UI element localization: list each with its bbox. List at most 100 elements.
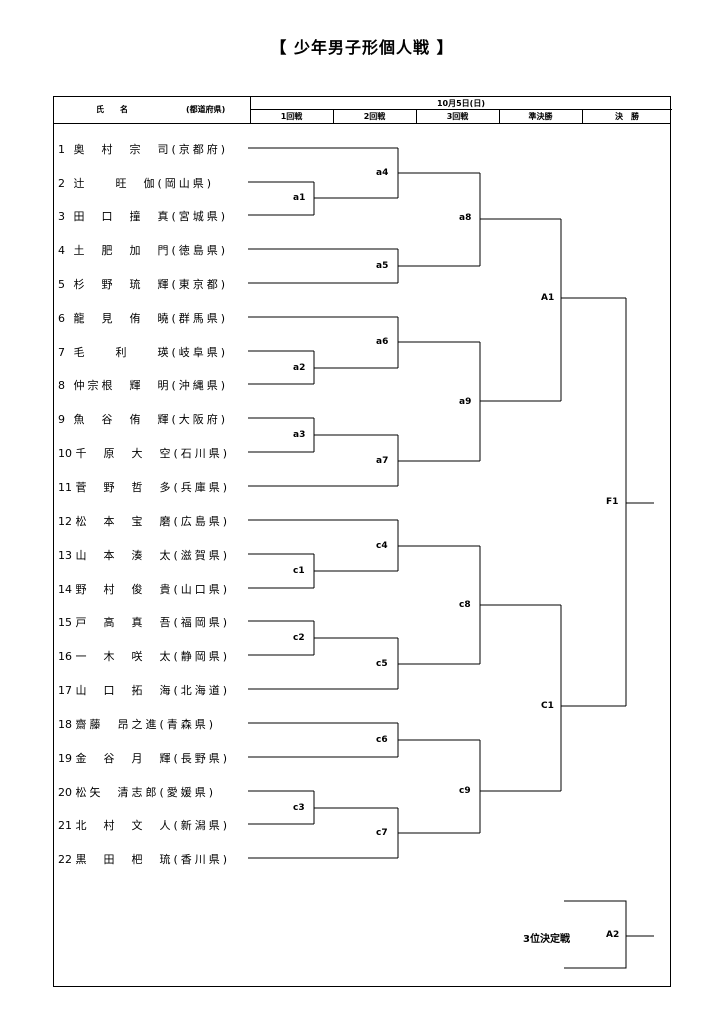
player-number: 21 — [58, 819, 72, 832]
player-prefecture: (宮城県) — [171, 210, 229, 223]
player-prefecture: (大阪府) — [171, 413, 229, 426]
player-number: 6 — [58, 312, 65, 325]
player-prefecture: (長野県) — [173, 752, 231, 765]
player-number: 13 — [58, 549, 72, 562]
player-number: 11 — [58, 481, 72, 494]
page-title: 【 少年男子形個人戦 】 — [270, 38, 454, 57]
player-number: 22 — [58, 853, 72, 866]
header-semifinal: 準決勝 — [528, 112, 553, 121]
player-name: 松矢 清志郎 — [75, 786, 160, 799]
player-number: 14 — [58, 583, 72, 596]
header-round-2: 2回戦 — [363, 112, 386, 121]
player-name: 齋藤 昂之進 — [75, 718, 160, 731]
third-place-label: 3位決定戦 — [523, 934, 570, 945]
player-prefecture: (京都府) — [171, 143, 229, 156]
player-prefecture: (岡山県) — [157, 177, 215, 190]
player-prefecture: (石川県) — [173, 447, 231, 460]
match-label: c3 — [293, 803, 305, 813]
match-label: c4 — [376, 541, 388, 551]
player-number: 5 — [58, 278, 65, 291]
header-final: 決 勝 — [615, 112, 639, 121]
player-row: 6 龍 見 侑 曉(群馬県) — [58, 310, 229, 325]
match-label: c8 — [459, 600, 471, 610]
player-row: 21 北 村 文 人(新潟県) — [58, 817, 231, 832]
match-label: a3 — [293, 430, 306, 440]
header-divider — [250, 97, 251, 123]
player-number: 8 — [58, 379, 65, 392]
player-number: 12 — [58, 515, 72, 528]
match-label: a5 — [376, 261, 389, 271]
player-number: 9 — [58, 413, 65, 426]
player-number: 4 — [58, 244, 65, 257]
round-divider — [333, 109, 334, 123]
player-prefecture: (広島県) — [173, 515, 231, 528]
player-prefecture: (新潟県) — [173, 819, 231, 832]
match-label: a7 — [376, 456, 389, 466]
player-number: 10 — [58, 447, 72, 460]
player-name: 奥 村 宗 司 — [73, 143, 172, 156]
player-prefecture: (群馬県) — [171, 312, 229, 325]
round-divider — [582, 109, 583, 123]
header-round-3: 3回戦 — [446, 112, 469, 121]
player-prefecture: (静岡県) — [173, 650, 231, 663]
match-label: c1 — [293, 566, 305, 576]
player-name: 松 本 宝 磨 — [75, 515, 174, 528]
player-name: 魚 谷 侑 輝 — [73, 413, 172, 426]
player-number: 20 — [58, 786, 72, 799]
player-name: 野 村 俊 貴 — [75, 583, 174, 596]
player-name: 金 谷 月 輝 — [75, 752, 174, 765]
player-prefecture: (沖縄県) — [171, 379, 229, 392]
player-prefecture: (青森県) — [159, 718, 217, 731]
match-label: F1 — [606, 497, 619, 507]
player-row: 15 戸 高 真 吾(福岡県) — [58, 614, 231, 629]
player-name: 千 原 大 空 — [75, 447, 174, 460]
header-date: 10月5日(日) — [436, 99, 485, 108]
round-divider — [499, 109, 500, 123]
player-prefecture: (東京都) — [171, 278, 229, 291]
match-label: c9 — [459, 786, 471, 796]
player-row: 1 奥 村 宗 司(京都府) — [58, 141, 229, 156]
player-row: 20 松矢 清志郎(愛媛県) — [58, 784, 217, 799]
header-round-1: 1回戦 — [280, 112, 303, 121]
player-name: 一 木 咲 太 — [75, 650, 174, 663]
player-prefecture: (岐阜県) — [171, 346, 229, 359]
player-number: 7 — [58, 346, 65, 359]
player-row: 5 杉 野 琉 輝(東京都) — [58, 276, 229, 291]
player-row: 18 齋藤 昂之進(青森県) — [58, 716, 217, 731]
player-prefecture: (滋賀県) — [173, 549, 231, 562]
player-row: 4 土 肥 加 門(徳島県) — [58, 242, 228, 257]
player-prefecture: (愛媛県) — [159, 786, 217, 799]
player-row: 9 魚 谷 侑 輝(大阪府) — [58, 411, 229, 426]
player-row: 12 松 本 宝 磨(広島県) — [58, 513, 231, 528]
match-label: c6 — [376, 735, 388, 745]
match-label: A2 — [606, 930, 620, 940]
player-name: 黒 田 杷 琉 — [75, 853, 174, 866]
player-row: 22 黒 田 杷 琉(香川県) — [58, 851, 230, 866]
player-row: 8 仲宗根 輝 明(沖縄県) — [58, 377, 229, 392]
match-label: a2 — [293, 363, 306, 373]
match-label: A1 — [541, 293, 555, 303]
player-prefecture: (福岡県) — [173, 616, 231, 629]
player-name: 北 村 文 人 — [75, 819, 174, 832]
match-label: a8 — [459, 213, 472, 223]
player-row: 3 田 口 撞 真(宮城県) — [58, 208, 229, 223]
match-label: C1 — [541, 701, 554, 711]
header-bottom-line — [54, 123, 671, 124]
match-label: a1 — [293, 193, 306, 203]
player-row: 10 千 原 大 空(石川県) — [58, 445, 231, 460]
player-name: 菅 野 哲 多 — [75, 481, 174, 494]
player-number: 17 — [58, 684, 72, 697]
player-number: 3 — [58, 210, 65, 223]
player-name: 辻 旺 伽 — [73, 177, 158, 190]
header-name: 氏 名 — [96, 105, 128, 114]
player-name: 毛 利 瑛 — [73, 346, 172, 359]
header-prefecture: (都道府県) — [186, 105, 226, 114]
player-row: 17 山 口 拓 海(北海道) — [58, 682, 231, 697]
player-row: 13 山 本 湊 太(滋賀県) — [58, 547, 231, 562]
player-name: 仲宗根 輝 明 — [73, 379, 172, 392]
player-prefecture: (兵庫県) — [173, 481, 231, 494]
player-number: 16 — [58, 650, 72, 663]
player-row: 19 金 谷 月 輝(長野県) — [58, 750, 231, 765]
player-prefecture: (北海道) — [173, 684, 231, 697]
